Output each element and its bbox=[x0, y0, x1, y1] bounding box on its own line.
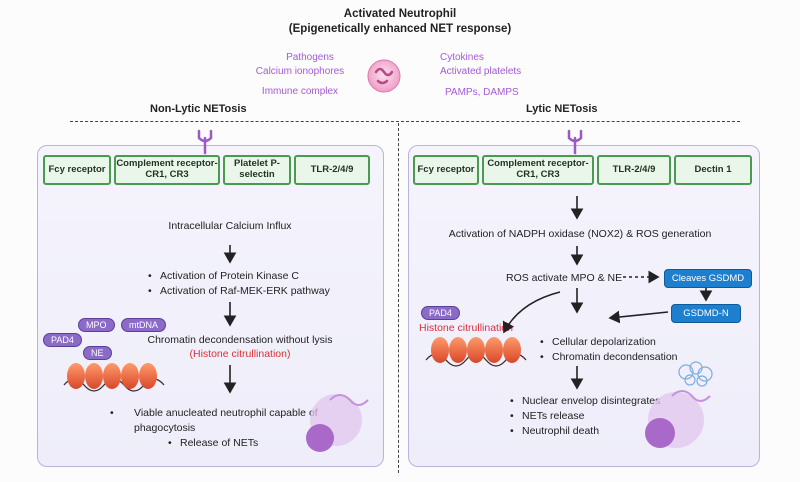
vertical-divider bbox=[398, 123, 399, 473]
bullet-protein-kinase-c: Activation of Protein Kinase C bbox=[148, 269, 330, 284]
enzyme-mtdna: mtDNA bbox=[121, 318, 166, 332]
receptor-complement: Complement receptor- CR1, CR3 bbox=[482, 155, 594, 185]
diagram-subtitle: (Epigenetically enhanced NET response) bbox=[288, 23, 512, 35]
non-lytic-histone-citrullination: (Histone citrullination) bbox=[189, 348, 291, 360]
receptor-tlr: TLR-2/4/9 bbox=[597, 155, 671, 185]
lytic-receptor-row: Fcy receptor Complement receptor- CR1, C… bbox=[413, 155, 752, 185]
diagram-title: Activated Neutrophil bbox=[343, 8, 457, 20]
non-lytic-step-calcium-influx: Intracellular Calcium Influx bbox=[168, 220, 292, 232]
bullet-nets-release: NETs release bbox=[510, 409, 660, 424]
non-lytic-step-activation-list: Activation of Protein Kinase C Activatio… bbox=[148, 269, 330, 299]
bullet-cellular-depolarization: Cellular depolarization bbox=[540, 335, 678, 350]
stimulus-cytokines: Cytokines bbox=[440, 52, 484, 63]
lytic-title: Lytic NETosis bbox=[526, 103, 598, 115]
lytic-enzyme-pad4: PAD4 bbox=[421, 306, 460, 320]
receptor-platelet-p-selectin: Platelet P-selectin bbox=[223, 155, 291, 185]
lytic-step-ros-activate: ROS activate MPO & NE bbox=[506, 272, 623, 284]
non-lytic-step-chromatin-decondensation: Chromatin decondensation without lysis bbox=[147, 334, 333, 346]
horizontal-divider bbox=[70, 121, 740, 122]
lytic-histone-citrullination: Histone citrullination bbox=[419, 322, 513, 334]
stimulus-calcium-ionophores: Calcium ionophores bbox=[255, 66, 345, 77]
bullet-raf-mek-erk: Activation of Raf-MEK-ERK pathway bbox=[148, 284, 330, 299]
stimulus-activated-platelets: Activated platelets bbox=[440, 66, 522, 77]
receptor-dectin-1: Dectin 1 bbox=[674, 155, 752, 185]
lytic-step-depolarization-list: Cellular depolarization Chromatin decond… bbox=[540, 335, 678, 365]
bullet-neutrophil-death: Neutrophil death bbox=[510, 424, 660, 439]
gsdmd-n-box: GSDMD-N bbox=[671, 304, 741, 323]
non-lytic-receptor-row: Fcy receptor Complement receptor- CR1, C… bbox=[43, 155, 370, 185]
stimulus-pamps-damps: PAMPs, DAMPS bbox=[445, 87, 519, 98]
stimulus-pathogens: Pathogens bbox=[286, 52, 334, 63]
receptor-tlr: TLR-2/4/9 bbox=[294, 155, 370, 185]
bullet-viable-anucleated-neutrophil: Viable anucleated neutrophil capable of … bbox=[122, 406, 322, 436]
lytic-step-nadph-oxidase: Activation of NADPH oxidase (NOX2) & ROS… bbox=[448, 228, 712, 240]
enzyme-pad4: PAD4 bbox=[43, 333, 82, 347]
bullet-nuclear-envelop: Nuclear envelop disintegrates bbox=[510, 394, 660, 409]
cleaves-gsdmd-box: Cleaves GSDMD bbox=[664, 269, 752, 288]
receptor-complement: Complement receptor- CR1, CR3 bbox=[114, 155, 220, 185]
enzyme-mpo: MPO bbox=[78, 318, 115, 332]
non-lytic-title: Non-Lytic NETosis bbox=[150, 103, 247, 115]
non-lytic-outcome-list: Viable anucleated neutrophil capable of … bbox=[122, 406, 322, 452]
stimulus-immune-complex: Immune complex bbox=[261, 86, 339, 97]
lytic-outcome-list: Nuclear envelop disintegrates NETs relea… bbox=[510, 394, 660, 440]
bullet-chromatin-decondensation: Chromatin decondensation bbox=[540, 350, 678, 365]
enzyme-ne: NE bbox=[83, 346, 112, 360]
bullet-release-of-nets: Release of NETs bbox=[122, 436, 322, 451]
receptor-fcy: Fcy receptor bbox=[413, 155, 479, 185]
receptor-fcy: Fcy receptor bbox=[43, 155, 111, 185]
